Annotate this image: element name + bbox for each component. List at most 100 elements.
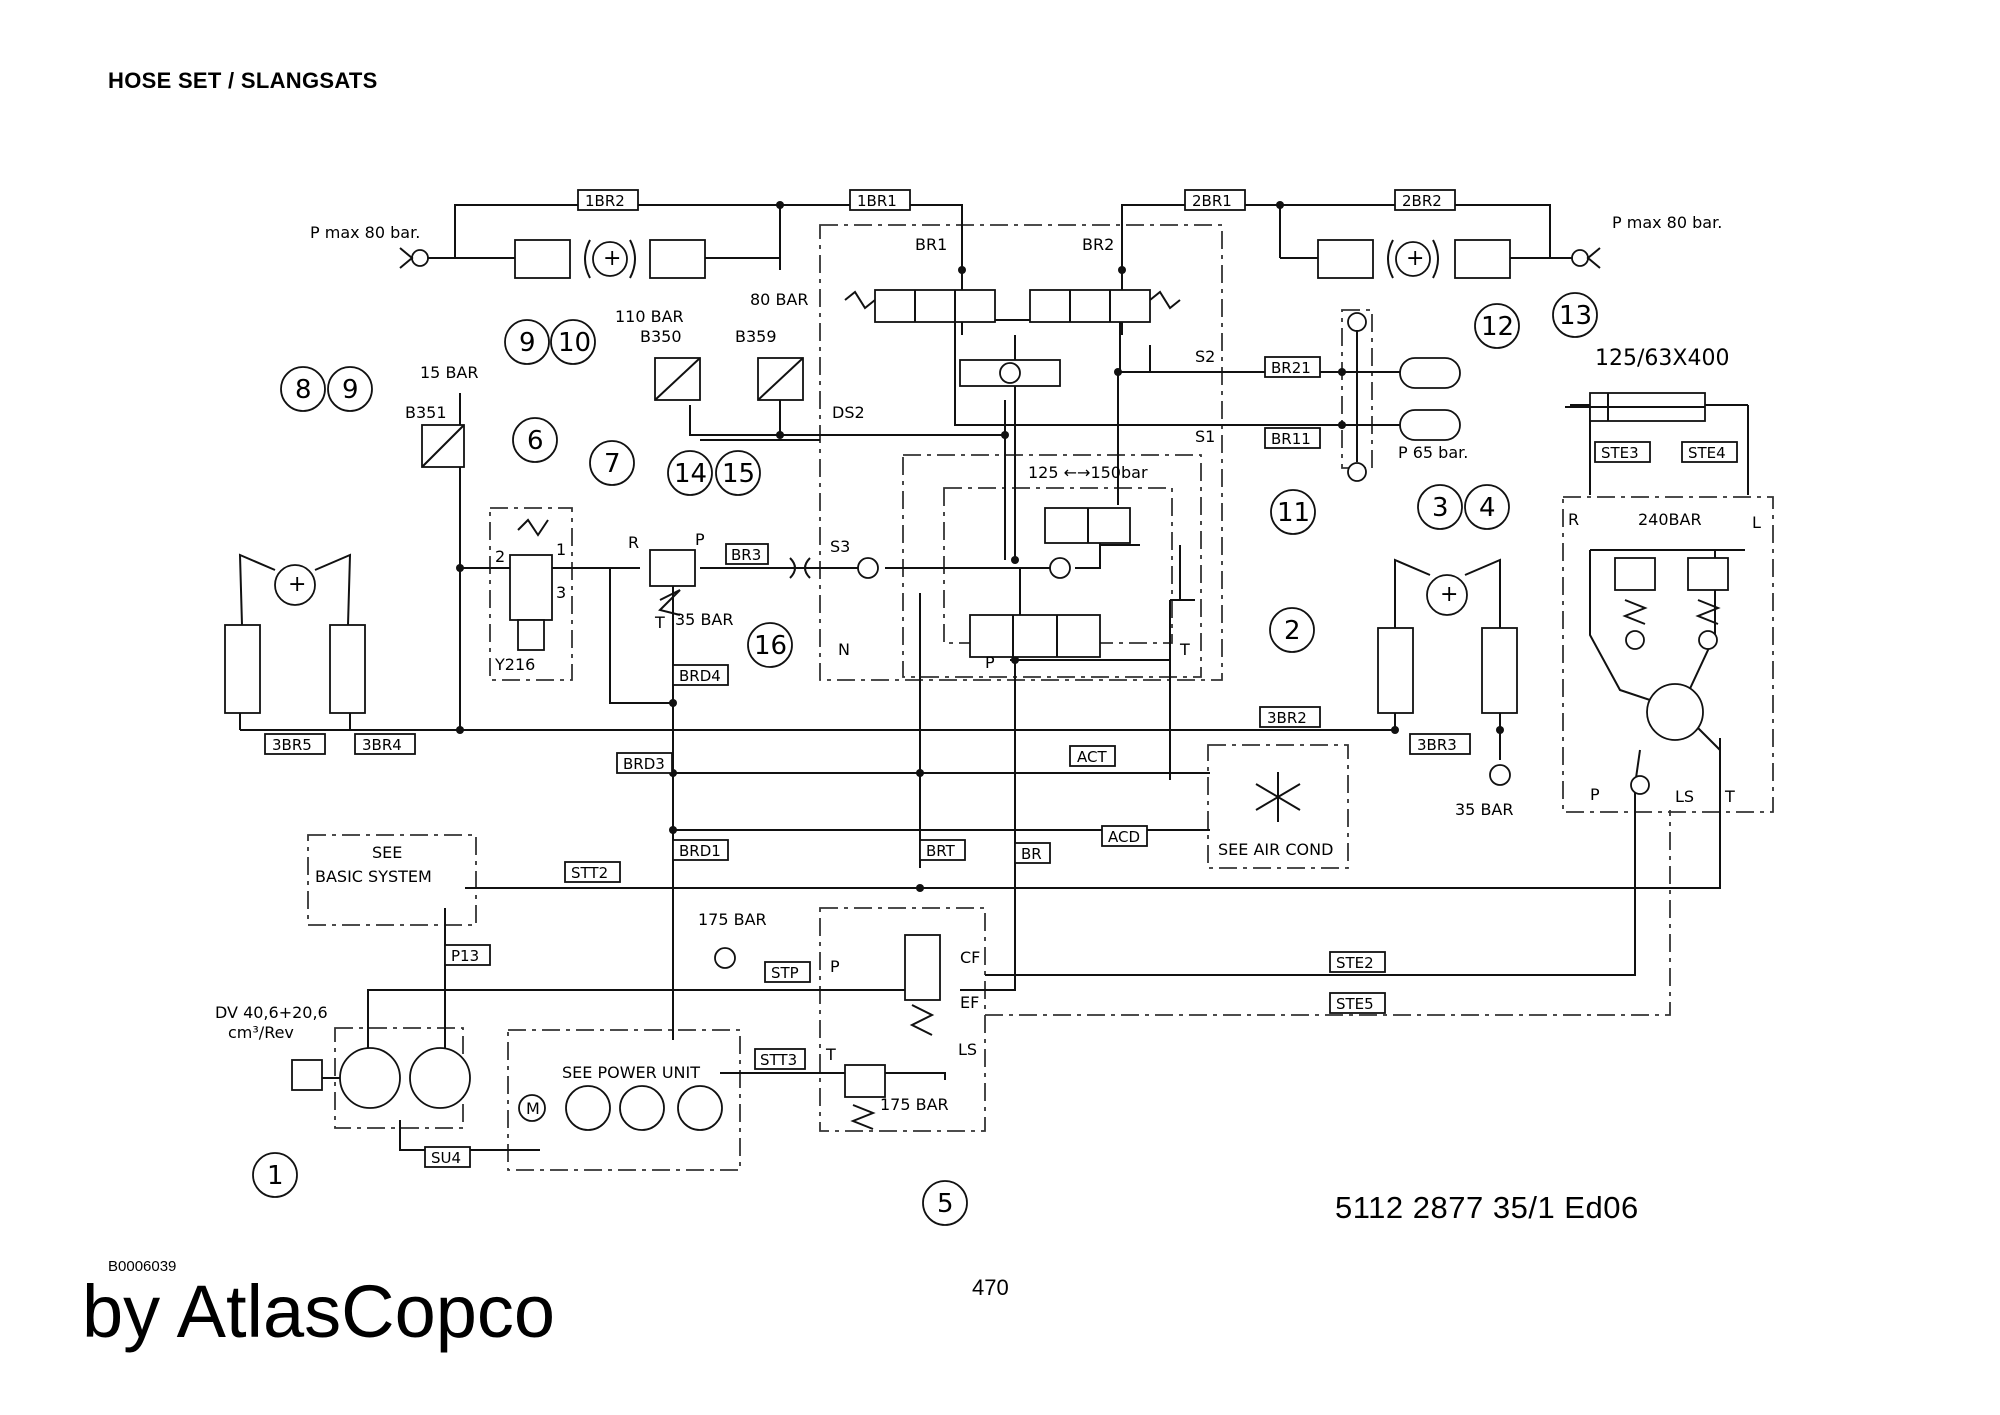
brake-valve-br2 xyxy=(1029,289,1181,323)
snowflake-icon xyxy=(1255,772,1301,822)
port-cf-label: CF xyxy=(960,948,980,967)
bar15-label: 15 BAR xyxy=(420,363,478,382)
bar175b-label: 175 BAR xyxy=(880,1095,949,1114)
s1-label: S1 xyxy=(1195,427,1215,446)
hose-label-ste3: STE3 xyxy=(1601,444,1639,462)
callout-10: 10 xyxy=(558,328,591,358)
brake-valve-br1 xyxy=(844,289,996,323)
cylinder-size-label: 125/63X400 xyxy=(1595,346,1729,371)
callout-6: 6 xyxy=(527,426,544,456)
hose-label-1br1: 1BR1 xyxy=(857,192,897,210)
callouts: 1 2 3 4 5 6 7 8 9 9 10 11 12 13 14 15 16 xyxy=(252,292,1598,1226)
priority-valve-spool xyxy=(904,934,941,1036)
svg-text:+: + xyxy=(603,246,621,271)
see-air-cond-label: SEE AIR COND xyxy=(1218,840,1333,859)
hose-label-3br3: 3BR3 xyxy=(1417,736,1457,754)
see-basic-label-1: SEE xyxy=(372,843,402,862)
priority-valve-5-boundary xyxy=(819,907,986,1132)
port-t-valve: T xyxy=(654,613,665,632)
hose-label-p13: P13 xyxy=(451,947,479,965)
port-t5-label: T xyxy=(825,1045,836,1064)
hose-label-su4: SU4 xyxy=(431,1149,461,1167)
annotations: P max 80 bar. P max 80 bar. BR1 BR2 110 … xyxy=(215,213,1761,1118)
check-valve-right xyxy=(1571,247,1601,269)
y216-label: Y216 xyxy=(494,655,535,674)
check-valve-s3 xyxy=(857,557,879,579)
svg-text:+: + xyxy=(288,572,306,597)
port-p-valve: P xyxy=(695,530,705,549)
callout-11: 11 xyxy=(1277,498,1310,528)
port-t-label: T xyxy=(1179,640,1190,659)
port-ef-label: EF xyxy=(960,993,979,1012)
callout-9a: 9 xyxy=(342,375,359,405)
hose-label-2br2: 2BR2 xyxy=(1402,192,1442,210)
hose-label-brt: BRT xyxy=(926,842,956,860)
brake-actuator-left: + xyxy=(514,239,706,279)
travel-motor-right: + xyxy=(1377,558,1518,714)
callout-1: 1 xyxy=(267,1161,284,1191)
callout-16: 16 xyxy=(754,631,787,661)
motor-ls-label: LS xyxy=(1675,787,1694,806)
check-valve-inner xyxy=(1049,557,1071,579)
relief-valve-125-150 xyxy=(1044,507,1131,544)
check-valve-175bar xyxy=(714,947,736,969)
see-basic-label-2: BASIC SYSTEM xyxy=(315,867,432,886)
motor-block-boundary xyxy=(1562,496,1774,813)
callout-5: 5 xyxy=(937,1189,954,1219)
travel-motor-left: + xyxy=(224,553,366,714)
brake-actuator-right: + xyxy=(1317,239,1511,279)
hose-label-ste4: STE4 xyxy=(1688,444,1726,462)
port-3-label: 3 xyxy=(556,583,566,602)
accumulator-12 xyxy=(1399,357,1461,441)
check-valve-35bar xyxy=(1489,764,1511,786)
hose-label-br: BR xyxy=(1021,845,1042,863)
displacement-unit-label: cm³/Rev xyxy=(228,1023,294,1042)
callout-2: 2 xyxy=(1284,616,1301,646)
hose-label-brd3: BRD3 xyxy=(623,755,665,773)
port-r-valve: R xyxy=(628,533,639,552)
relief-valve-240bar-left xyxy=(1614,557,1656,650)
hose-label-stp: STP xyxy=(771,964,799,982)
hose-label-ste2: STE2 xyxy=(1336,954,1374,972)
hose-label-br11: BR11 xyxy=(1271,430,1311,448)
svg-text:+: + xyxy=(1440,582,1458,607)
hose-label-br21: BR21 xyxy=(1271,359,1311,377)
callout-4: 4 xyxy=(1479,493,1496,523)
accumulator-charging-valve-11 xyxy=(1347,312,1367,482)
hose-label-brd4: BRD4 xyxy=(679,667,721,685)
bar240-label: 240BAR xyxy=(1638,510,1702,529)
control-line-boundary xyxy=(985,810,1671,1016)
pressure-reducing-valve-7 xyxy=(649,549,696,616)
see-power-unit-label: SEE POWER UNIT xyxy=(562,1063,700,1082)
p65-label: P 65 bar. xyxy=(1398,443,1468,462)
hose-label-acd: ACD xyxy=(1108,828,1140,846)
drawing-number: 5112 2877 35/1 Ed06 xyxy=(1335,1190,1639,1225)
callout-13: 13 xyxy=(1559,301,1592,331)
watermark: by AtlasCopco xyxy=(82,1270,556,1353)
hose-labels: 1BR2 1BR1 2BR1 2BR2 BR21 BR11 BR3 BRD4 3… xyxy=(264,189,1738,1168)
shuttle-valve xyxy=(959,359,1061,387)
page-title: HOSE SET / SLANGSATS xyxy=(108,68,378,93)
hose-label-brd1: BRD1 xyxy=(679,842,721,860)
relief-range-label: 125 ←→150bar xyxy=(1028,463,1148,482)
callout-3: 3 xyxy=(1432,493,1449,523)
relief-valve-175bar xyxy=(844,1064,886,1130)
callout-15: 15 xyxy=(722,459,755,489)
port-n-label: N xyxy=(838,640,850,659)
s2-label: S2 xyxy=(1195,347,1215,366)
hose-label-3br2: 3BR2 xyxy=(1267,709,1307,727)
pressure-switch-b350 xyxy=(654,357,701,401)
hose-label-2br1: 2BR1 xyxy=(1192,192,1232,210)
cylinder-13 xyxy=(1565,392,1706,422)
pmax-left-label: P max 80 bar. xyxy=(310,223,420,242)
hose-label-stt3: STT3 xyxy=(760,1051,797,1069)
junction-dots xyxy=(456,201,1504,892)
motor-p-label: P xyxy=(1590,785,1600,804)
port-p-stp: P xyxy=(830,957,840,976)
s3-label: S3 xyxy=(830,537,850,556)
hose-label-br3: BR3 xyxy=(731,546,761,564)
hose-label-ste5: STE5 xyxy=(1336,995,1374,1013)
page-number: 470 xyxy=(972,1275,1009,1300)
callout-14: 14 xyxy=(674,459,707,489)
accumulator-block-boundary xyxy=(1341,309,1373,469)
